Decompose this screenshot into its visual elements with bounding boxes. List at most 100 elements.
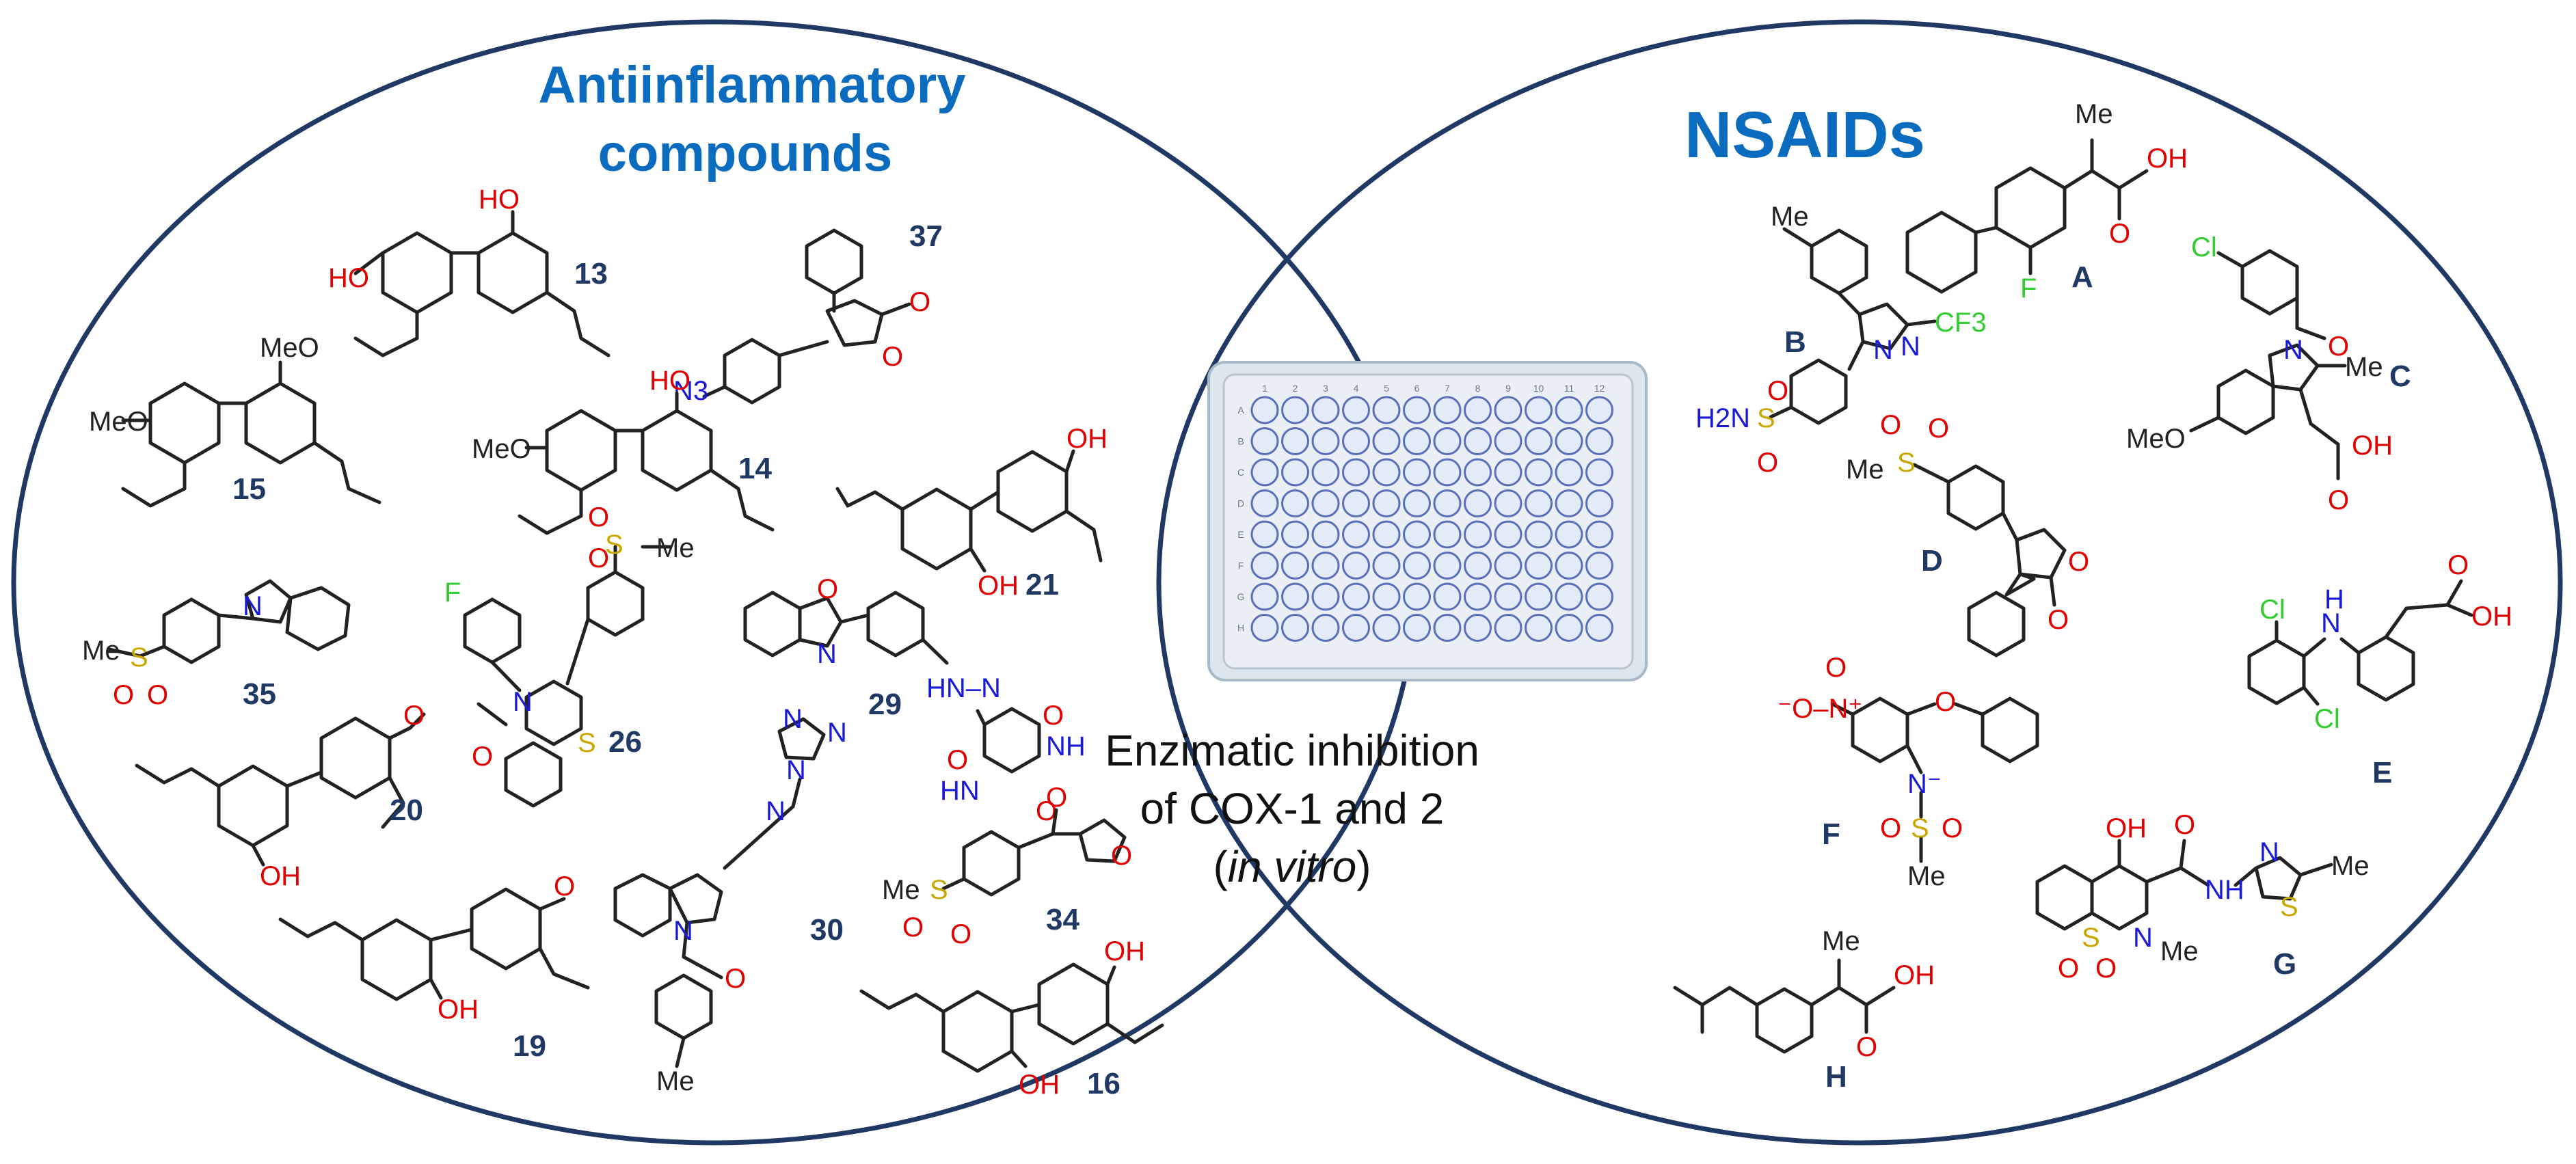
plate-well: [1464, 396, 1492, 424]
plate-well: [1585, 396, 1613, 424]
compound-number-16: 16: [1087, 1067, 1121, 1100]
compound-number-20: 20: [390, 794, 423, 827]
nsaid-letter-e: E: [2372, 756, 2392, 789]
plate-well: [1555, 427, 1583, 455]
atom-s: S: [605, 530, 623, 560]
plate-well: [1433, 520, 1462, 549]
atom-oh: OH: [2106, 813, 2147, 843]
plate-well: [1311, 520, 1340, 549]
plate-well: [1342, 582, 1370, 611]
nsaid-e: Cl Cl N H O OH E: [2247, 550, 2512, 789]
atom-s: S: [2280, 892, 2298, 922]
plate-well: [1433, 489, 1462, 517]
atom-o: O: [1928, 414, 1949, 444]
atom-s: S: [130, 642, 148, 673]
plate-well: [1281, 489, 1309, 517]
compound-13: HO HO 13: [328, 185, 611, 357]
atom-f: F: [2020, 273, 2037, 303]
nsaid-g: OH O NH N S Me S N Me O O G: [2035, 810, 2370, 984]
compound-30: N N N N N O Me 30: [613, 704, 847, 1096]
atom-meo: MeO: [260, 333, 319, 363]
plate-well: [1555, 396, 1583, 424]
plate-well: [1433, 582, 1462, 611]
plate-well: [1281, 520, 1309, 549]
atom-n: N: [827, 718, 847, 748]
atom-hn: HN: [940, 776, 980, 806]
atom-me: Me: [656, 533, 695, 563]
atom-o: O: [1767, 376, 1788, 406]
plate-column-label: 5: [1384, 383, 1389, 394]
plate-well: [1403, 520, 1431, 549]
compound-19: O OH 19: [278, 871, 590, 1063]
atom-o: O: [725, 964, 746, 994]
atom-n: N: [513, 687, 533, 717]
plate-well: [1281, 458, 1309, 487]
plate-well: [1372, 396, 1401, 424]
atom-o: O: [1856, 1032, 1877, 1062]
plate-well: [1342, 396, 1370, 424]
atom-me: Me: [2075, 99, 2113, 129]
atom-oh: OH: [438, 994, 479, 1025]
atom-me: Me: [1846, 455, 1884, 485]
plate-column-label: 10: [1533, 383, 1544, 394]
nsaid-letter-g: G: [2273, 947, 2296, 981]
atom-ho: HO: [649, 366, 690, 396]
plate-well: [1585, 458, 1613, 487]
atom-me: Me: [2331, 851, 2370, 881]
plate-well: [1433, 552, 1462, 580]
atom-oh: OH: [2147, 144, 2188, 174]
compound-number-21: 21: [1025, 568, 1059, 601]
plate-wells: [1250, 396, 1613, 642]
plate-well: [1250, 520, 1279, 549]
plate-column-label: 3: [1323, 383, 1328, 394]
plate-well: [1250, 552, 1279, 580]
nsaid-b: Me N N CF3 S H2N O O B: [1695, 202, 1987, 478]
atom-o: O: [1111, 841, 1132, 871]
plate-well: [1311, 582, 1340, 611]
atom-me: Me: [82, 636, 120, 666]
plate-well: [1525, 458, 1553, 487]
plate-well: [1525, 427, 1553, 455]
plate-well: [1585, 489, 1613, 517]
nsaid-a: Me OH O F A: [1905, 99, 2188, 303]
plate-well: [1281, 552, 1309, 580]
atom-oh: OH: [260, 861, 301, 891]
plate-well: [1464, 427, 1492, 455]
atom-o: O: [882, 342, 903, 372]
compound-34: O O S Me O O 34: [882, 783, 1132, 949]
plate-well: [1311, 552, 1340, 580]
atom-cf3: CF3: [1935, 308, 1987, 338]
plate-well: [1525, 582, 1553, 611]
atom-me: Me: [2345, 352, 2383, 382]
plate-well: [1342, 552, 1370, 580]
plate-well: [1555, 489, 1583, 517]
compound-35: S N Me O O 35: [82, 579, 351, 711]
atom-nh: NH: [1046, 731, 1086, 761]
plate-row-label: F: [1238, 560, 1244, 571]
plate-well: [1494, 427, 1522, 455]
plate-well: [1342, 489, 1370, 517]
atom-me: Me: [1907, 861, 1946, 891]
atom-oh: OH: [1019, 1070, 1060, 1100]
atom-s: S: [1757, 403, 1775, 433]
atom-n: N: [673, 916, 693, 946]
plate-well: [1372, 520, 1401, 549]
center-caption-line2: of COX-1 and 2: [1140, 784, 1445, 833]
atom-me: Me: [2160, 936, 2199, 966]
atom-cl: Cl: [2314, 704, 2340, 734]
plate-well: [1555, 458, 1583, 487]
atom-o: O: [2068, 547, 2089, 577]
plate-well: [1494, 614, 1522, 642]
atom-o: O: [950, 919, 971, 949]
atom-oh: OH: [1894, 960, 1935, 990]
compound-21: OH OH 21: [835, 424, 1108, 601]
plate-well: [1464, 582, 1492, 611]
atom-o: O: [2058, 953, 2079, 984]
atom-o: O: [2328, 485, 2349, 515]
center-caption-line3: (in vitro): [1213, 842, 1371, 891]
compound-number-34: 34: [1046, 903, 1079, 936]
plate-well: [1372, 614, 1401, 642]
atom-o: O: [554, 871, 575, 902]
plate-well: [1585, 427, 1613, 455]
